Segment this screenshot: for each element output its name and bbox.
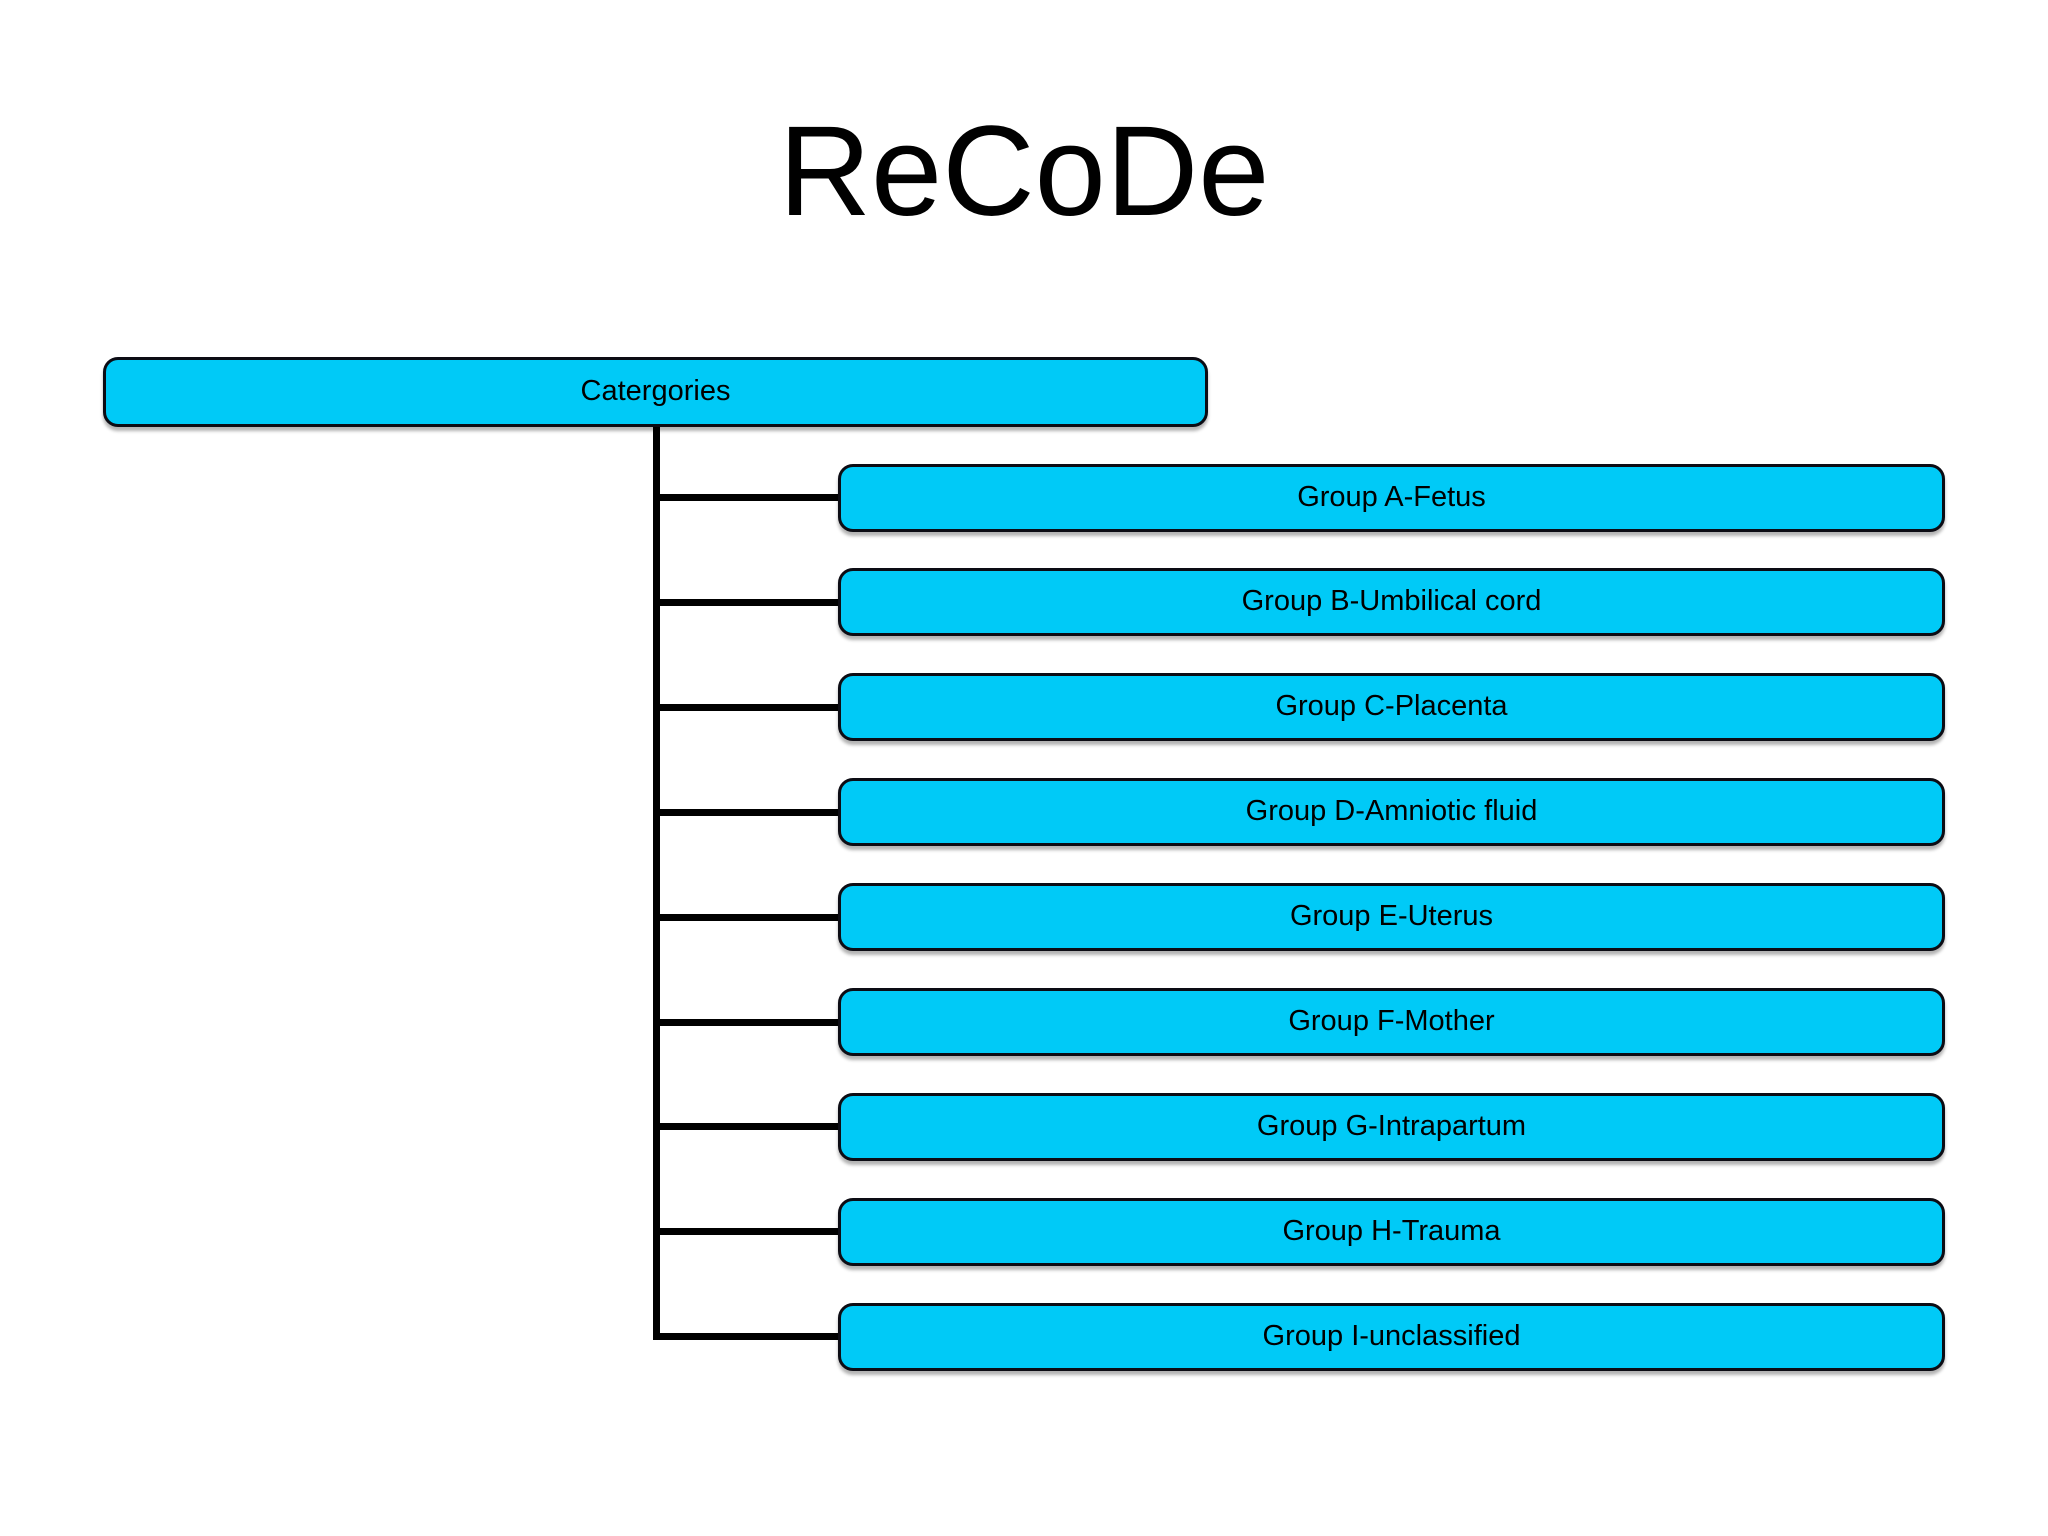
categories-box: Catergories	[103, 357, 1208, 427]
slide-title: ReCoDe	[778, 100, 1270, 243]
group-box-label: Group F-Mother	[1288, 1005, 1495, 1038]
group-box-label: Group H-Trauma	[1282, 1214, 1501, 1247]
categories-box-label: Catergories	[580, 375, 731, 408]
group-box: Group A-Fetus	[838, 463, 1945, 532]
branch-line	[653, 808, 838, 816]
branch-line	[653, 1018, 838, 1026]
group-box: Group I-unclassified	[838, 1302, 1945, 1371]
group-box: Group E-Uterus	[838, 883, 1945, 952]
group-box: Group G-Intrapartum	[838, 1092, 1945, 1161]
group-box: Group F-Mother	[838, 988, 1945, 1056]
branch-line	[653, 1228, 838, 1236]
group-box: Group H-Trauma	[838, 1197, 1945, 1266]
group-box: Group D-Amniotic fluid	[838, 778, 1945, 847]
group-box: Group B-Umbilical cord	[838, 568, 1945, 637]
group-box-label: Group C-Placenta	[1275, 690, 1508, 723]
branch-line	[653, 703, 838, 711]
group-box-label: Group B-Umbilical cord	[1241, 585, 1542, 618]
branch-line	[653, 913, 838, 921]
branch-line	[653, 598, 838, 606]
group-box-label: Group E-Uterus	[1289, 900, 1494, 933]
branch-line	[653, 1123, 838, 1131]
tree-trunk-line	[653, 427, 660, 1340]
group-box-label: Group D-Amniotic fluid	[1245, 795, 1538, 828]
group-box-label: Group A-Fetus	[1297, 480, 1486, 513]
branch-line	[653, 494, 838, 501]
group-box-label: Group I-unclassified	[1262, 1319, 1521, 1352]
group-box-label: Group G-Intrapartum	[1256, 1109, 1527, 1142]
group-box: Group C-Placenta	[838, 673, 1945, 742]
branch-line	[653, 1333, 838, 1341]
